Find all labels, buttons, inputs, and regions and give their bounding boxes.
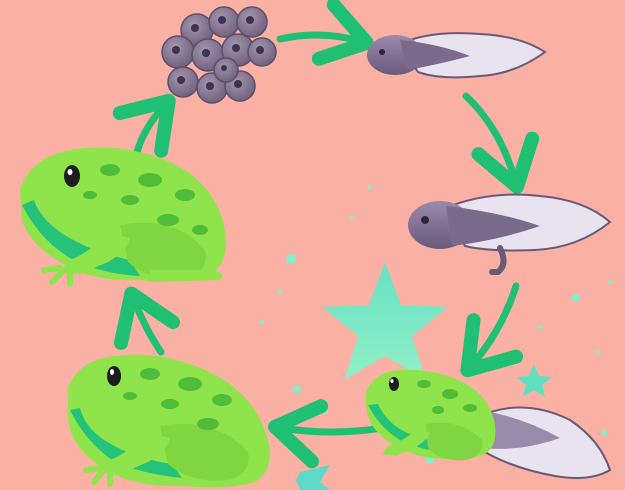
frog-eggs-icon: [162, 7, 276, 103]
tadpole-icon: [367, 33, 545, 77]
froglet-icon: [366, 370, 610, 478]
tadpole-with-legs-icon: [408, 195, 610, 273]
arrow-eggs-to-tadpole: [280, 35, 360, 41]
arrow-froglet-to-young-frog: [282, 428, 383, 432]
small-star-icon: [516, 364, 552, 397]
arrow-tadpole-to-tadpole-legs: [466, 96, 515, 180]
arrow-adult-frog-to-eggs: [137, 106, 164, 152]
small-star-icon: [296, 465, 330, 490]
star-decoration-icon: [322, 262, 448, 380]
arrow-young-frog-to-adult-frog: [134, 300, 161, 352]
young-frog-icon: [68, 355, 270, 488]
arrow-tadpole-legs-to-froglet: [472, 286, 516, 365]
adult-frog-icon: [20, 148, 226, 284]
